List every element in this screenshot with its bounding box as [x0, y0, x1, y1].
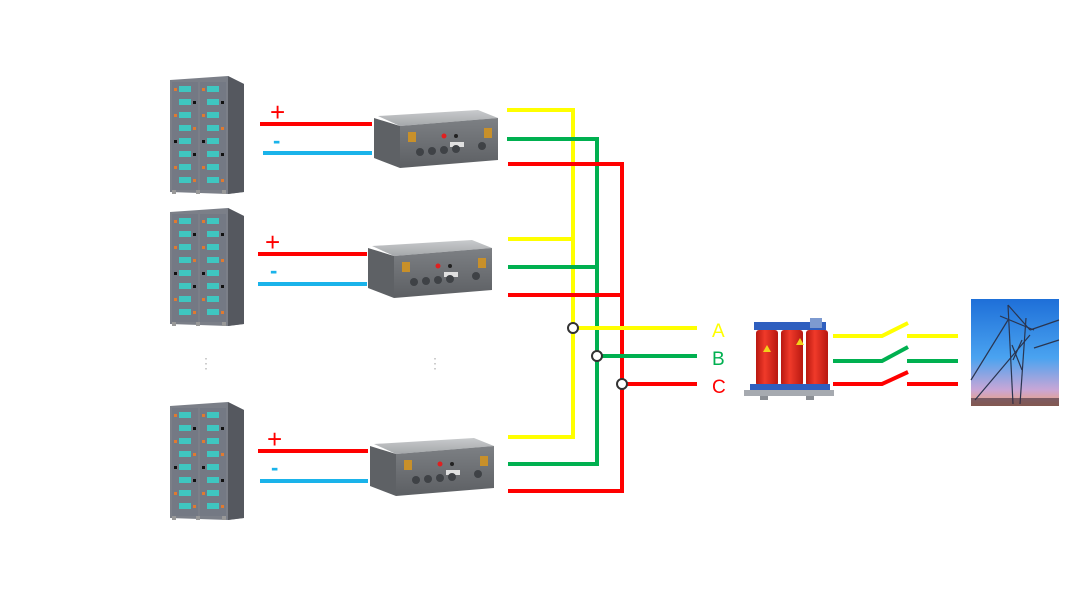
phase-a-bus	[507, 108, 575, 439]
battery-rack-2	[170, 208, 244, 326]
circuit-breaker-icon	[833, 321, 958, 386]
positive-label: +	[267, 424, 282, 454]
junction-node-a	[567, 322, 579, 334]
switch-a	[833, 321, 909, 338]
power-converter-icon	[374, 110, 498, 168]
dc-link-3: + -	[258, 424, 368, 483]
battery-rack-icon	[170, 208, 244, 326]
power-converter-icon	[370, 438, 494, 496]
negative-label: -	[271, 455, 278, 480]
dc-link-1: + -	[260, 97, 372, 155]
switch-c	[833, 370, 909, 386]
battery-rack-3	[170, 402, 244, 520]
phase-label-a: A	[712, 321, 725, 342]
switch-b	[833, 345, 909, 363]
dc-link-2: + -	[258, 227, 367, 286]
negative-label: -	[273, 128, 280, 153]
power-grid-tower-icon	[970, 299, 1060, 406]
positive-label: +	[270, 97, 285, 127]
battery-rack-1	[170, 76, 244, 194]
battery-rack-icon	[170, 402, 244, 520]
junction-node-b	[591, 350, 603, 362]
pcs-ellipsis: ⋮	[428, 355, 442, 371]
phase-label-c: C	[712, 377, 726, 398]
phase-label-b: B	[712, 349, 725, 370]
battery-ellipsis: ⋮	[199, 355, 213, 371]
negative-label: -	[270, 258, 277, 283]
junction-node-c	[616, 378, 628, 390]
ac-phase-wiring	[507, 108, 697, 493]
transformer-icon	[744, 318, 834, 400]
battery-rack-icon	[170, 76, 244, 194]
power-converter-icon	[368, 240, 492, 298]
positive-label: +	[265, 227, 280, 257]
phase-b-bus	[507, 137, 599, 466]
